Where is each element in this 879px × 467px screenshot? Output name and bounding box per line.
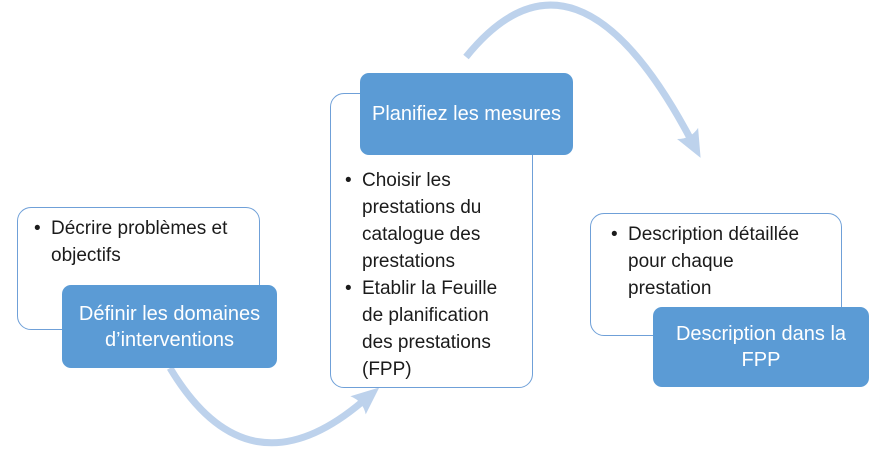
bullet-icon: •: [34, 218, 41, 239]
step2-bullet-list: • Choisir les prestations du catalogue d…: [345, 168, 514, 384]
curved-arrow-top-icon: [463, 1, 701, 158]
bullet-text: Décrire problèmes et objectifs: [51, 218, 228, 266]
bullet-text: Etablir la Feuille de planification des …: [362, 277, 498, 380]
step1-title-box: Définir les domaines d’interventions: [62, 285, 277, 368]
step1-bullet-list: • Décrire problèmes et objectifs: [34, 216, 251, 270]
list-item: • Description détaillée pour chaque pres…: [611, 222, 811, 303]
step3-title-box: Description dans la FPP: [653, 307, 869, 387]
curved-arrow-bottom-icon: [166, 366, 380, 447]
bullet-icon: •: [611, 224, 618, 245]
step2-title: Planifiez les mesures: [372, 103, 561, 125]
step3-bullet-list: • Description détaillée pour chaque pres…: [611, 222, 811, 303]
bullet-text: Choisir les prestations du catalogue des…: [362, 170, 482, 272]
bullet-icon: •: [345, 277, 352, 299]
list-item: • Décrire problèmes et objectifs: [34, 216, 251, 270]
bullet-text: Description détaillée pour chaque presta…: [628, 224, 800, 299]
step3-title: Description dans la FPP: [675, 323, 847, 371]
step1-title: Définir les domaines d’interventions: [78, 302, 261, 351]
step2-title-box: Planifiez les mesures: [360, 73, 573, 155]
list-item: • Choisir les prestations du catalogue d…: [345, 168, 514, 276]
bullet-icon: •: [345, 170, 352, 191]
list-item: • Etablir la Feuille de planification de…: [345, 276, 514, 384]
